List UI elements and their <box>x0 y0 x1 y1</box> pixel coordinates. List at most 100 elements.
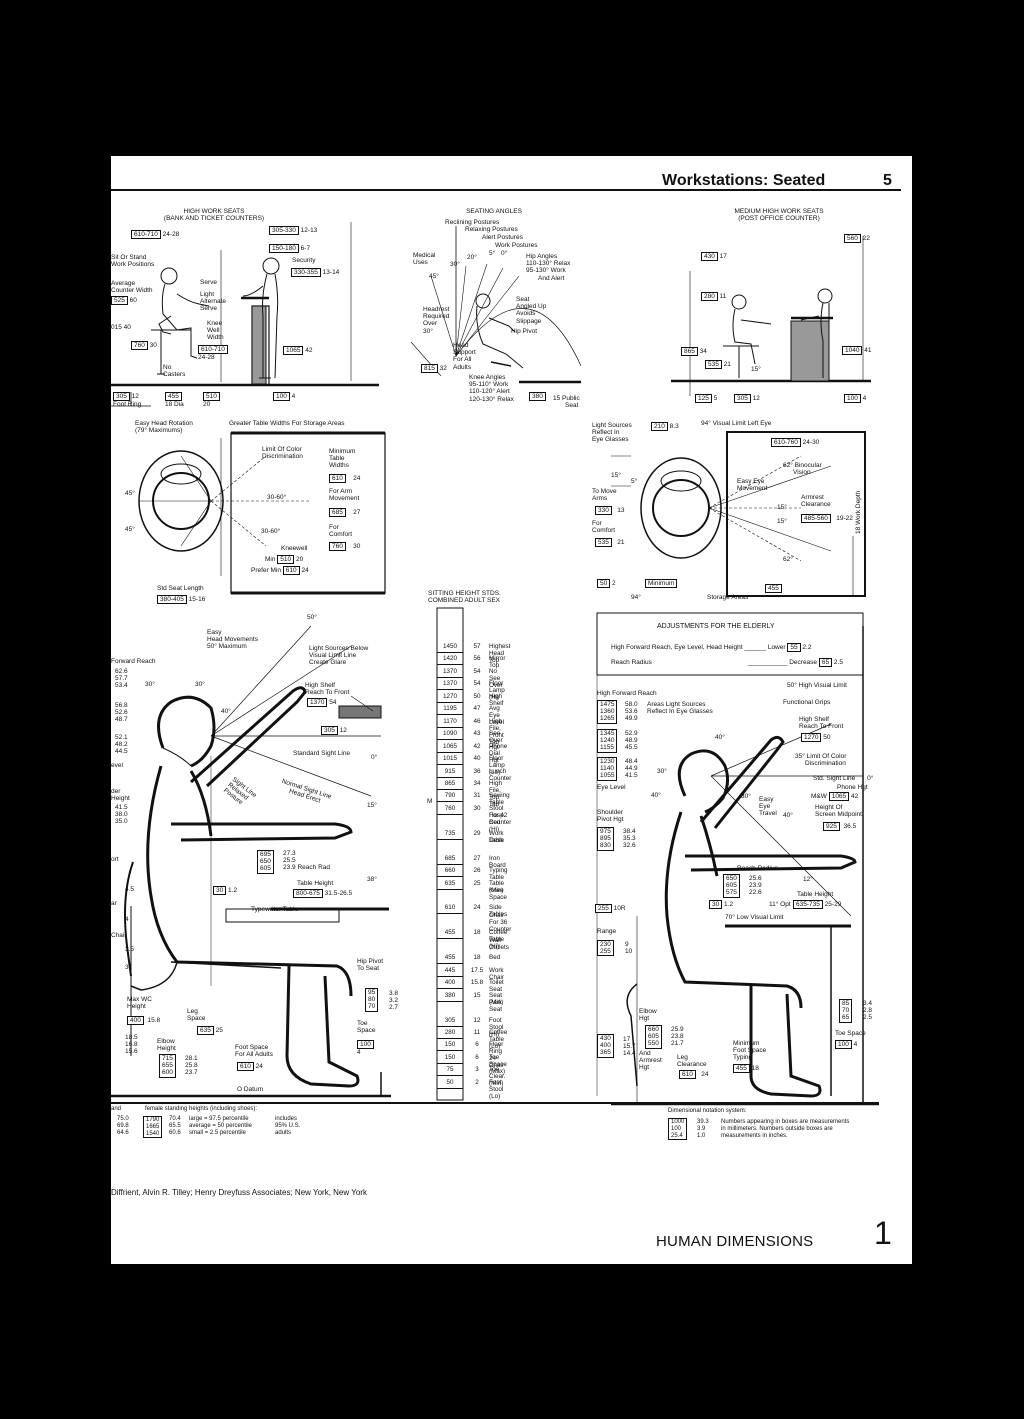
sitting-height-in: 54 <box>473 680 481 688</box>
sitting-height-divider <box>437 888 463 890</box>
dim-430: 430 17 <box>701 252 727 262</box>
sitting-height-in: 57 <box>473 643 481 650</box>
sitting-height-mm: 635 <box>444 879 456 887</box>
angle-94: Storage Areas <box>707 594 749 601</box>
sitting-height-in: 56 <box>473 655 481 663</box>
sitting-height-mm: 1170 <box>443 717 457 725</box>
side-left-drawing <box>111 625 391 1098</box>
sitting-height-label: Hosp. Bed (Hi) <box>489 812 506 834</box>
sitting-height-mm: 865 <box>444 779 456 787</box>
sitting-height-label: Typing Table <box>489 867 508 882</box>
label-reclining: Reclining Postures <box>445 219 500 226</box>
dim-865: 865 34 <box>681 347 707 357</box>
angle-15-b: 15° <box>777 504 787 511</box>
sitting-height-mm: 50 <box>446 1078 454 1086</box>
sitting-height-mm: 280 <box>444 1028 456 1036</box>
dim-210: 210 8.3 <box>651 422 679 432</box>
high-work-seats-drawing <box>111 222 379 407</box>
dim-455-r: 455 18 <box>733 1064 759 1074</box>
angle-30-60-a: 30-60° <box>267 494 287 501</box>
label-alert: Alert Postures <box>482 234 523 241</box>
label-security: Security <box>292 257 316 264</box>
sitting-height-divider <box>437 1050 463 1052</box>
sitting-height-in: 24 <box>473 904 481 912</box>
label-50-top: 50° <box>307 614 317 621</box>
dim-305-m: 305 12 <box>734 394 760 404</box>
dim-800-675: 800-675 31.5-26.5 <box>293 889 352 899</box>
sitting-height-label: Wall Outlets <box>489 936 509 951</box>
sitting-height-label: Foot Stool (Lo) <box>489 1078 504 1100</box>
sitting-height-divider <box>437 876 463 878</box>
dim-525: 525 60 <box>111 296 137 306</box>
dim-330-plan: 330 13 <box>595 506 625 516</box>
dim-330-355: 330-355 13-14 <box>291 268 339 278</box>
book-page: Workstations: Seated 5 <box>111 156 912 1264</box>
sitting-height-mm: 790 <box>444 792 456 800</box>
sitting-height-in: 18 <box>473 929 481 937</box>
label-5: 5° <box>489 250 496 257</box>
dim-535: 535 21 <box>705 360 731 370</box>
plan-left-drawing <box>138 431 386 595</box>
angle-30-r-b: 30° <box>741 793 751 800</box>
sitting-height-label: Floor Ring 24 Chair <box>489 1041 505 1070</box>
sitting-height-divider <box>437 1062 463 1064</box>
dim-610-760: 610-760 24-30 <box>771 438 819 448</box>
dim-280: 280 11 <box>701 292 726 302</box>
side-right-drawing <box>611 626 879 1106</box>
sitting-height-label: Mirror Top <box>489 655 506 670</box>
angle-30-60-b: 30-60° <box>261 528 281 535</box>
sitting-height-column <box>436 607 464 1101</box>
elderly-title: ADJUSTMENTS FOR THE ELDERLY <box>657 623 775 630</box>
elderly-row-0: High Forward Reach, Eye Level, Head Heig… <box>611 643 812 653</box>
angle-30-r: 30° <box>657 768 667 775</box>
sitting-height-label: Lunch Counter <box>489 767 512 782</box>
sitting-height-mm: 685 <box>444 854 456 862</box>
sitting-height-label: Iron Board <box>489 854 506 869</box>
sitting-height-label: Toe Space (Max) <box>489 1053 507 1075</box>
dim-1040: 1040 41 <box>842 346 872 356</box>
dim-610-plan: 610 24 <box>329 474 360 484</box>
sitting-height-mm: 735 <box>444 829 456 837</box>
sitting-height-mm: 1370 <box>442 667 457 675</box>
sitting-height-mm: 305 <box>444 1016 456 1024</box>
sitting-height-label: Toilet Seat <box>489 979 504 994</box>
dim-380: 380 <box>529 392 546 402</box>
sitting-height-mm: 1420 <box>442 655 457 663</box>
plan-right-drawing <box>611 431 866 597</box>
sitting-height-label: Park Seat <box>489 999 502 1014</box>
sitting-height-label: See Over Hgt <box>489 730 503 752</box>
sitting-height-divider <box>437 838 463 840</box>
dim-1270-r: 1270 50 <box>801 733 831 743</box>
sitting-height-divider <box>437 788 463 790</box>
dim-255-r: 255 10R <box>595 904 626 914</box>
sitting-height-divider <box>437 776 463 778</box>
sitting-height-mm: 1090 <box>442 730 457 738</box>
label-short-armrest: Minimum <box>645 579 678 589</box>
angle-40: 40° <box>221 708 231 715</box>
sitting-height-mm: 455 <box>444 954 456 962</box>
sitting-height-divider <box>437 963 463 965</box>
label-range: Range <box>597 928 617 935</box>
seating-angles-title: SEATING ANGLES <box>466 208 522 215</box>
angle-15: 15° <box>751 366 761 373</box>
sitting-height-in: 18 <box>473 954 481 962</box>
sitting-height-label: Work Table <box>489 829 505 844</box>
